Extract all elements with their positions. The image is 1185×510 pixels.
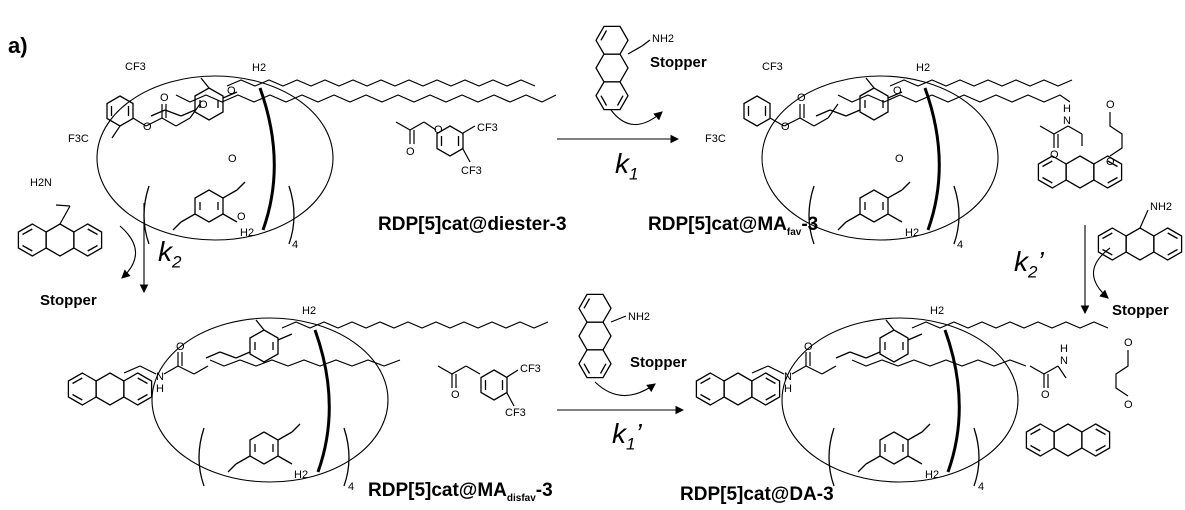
atom-o: O <box>1124 399 1133 411</box>
k2-subscript: 2 <box>172 252 182 272</box>
stopper-reagent-bottom <box>578 293 627 379</box>
k1-base: k <box>615 148 629 179</box>
k1p-prime: ’ <box>635 418 642 449</box>
stopper-label-bottom: Stopper <box>630 354 687 371</box>
atom-o: O <box>237 211 246 223</box>
atom-h: H <box>1063 103 1071 115</box>
atom-nh2: NH2 <box>652 33 674 45</box>
rate-constant-k1: k1 <box>615 148 638 185</box>
atom-h2: H2 <box>916 62 930 74</box>
atom-repeat: 4 <box>348 481 354 493</box>
atom-repeat: 4 <box>978 481 984 493</box>
atom-n: N <box>1063 115 1071 127</box>
compound-label-da: RDP[5]cat@DA-3 <box>680 484 834 505</box>
atom-repeat: 4 <box>292 239 298 251</box>
atom-n: N <box>1060 355 1068 367</box>
compound-ma-fav-structure <box>743 74 1123 246</box>
stopper-label-top: Stopper <box>650 54 707 71</box>
ma-fav-subscript: fav <box>786 226 802 238</box>
atom-o: O <box>893 85 902 97</box>
atom-h2: H2 <box>905 227 919 239</box>
k1p-base: k <box>612 418 626 449</box>
atom-o: O <box>797 92 806 104</box>
atom-o: O <box>804 341 813 353</box>
atom-n: N <box>784 371 792 383</box>
ma-disfav-suffix: -3 <box>535 480 553 501</box>
compound-da-structure <box>695 316 1129 488</box>
rate-constant-k1-prime: k1’ <box>612 418 642 455</box>
compound-diester-structure <box>95 74 557 246</box>
atom-o: O <box>1106 156 1115 168</box>
atom-h2: H2 <box>240 227 254 239</box>
rate-constant-k2: k2 <box>158 236 181 273</box>
atom-cf3: CF3 <box>762 61 783 73</box>
atom-o: O <box>143 121 152 133</box>
atom-cf3: CF3 <box>461 165 482 177</box>
atom-h2: H2 <box>252 62 266 74</box>
atom-o: O <box>451 389 460 401</box>
k1-subscript: 1 <box>629 164 639 184</box>
atom-n: N <box>156 371 164 383</box>
atom-h: H <box>784 383 792 395</box>
atom-h2: H2 <box>302 305 316 317</box>
atom-nh2: NH2 <box>628 311 650 323</box>
panel-label: a) <box>8 33 28 58</box>
atom-f3c: F3C <box>68 133 89 145</box>
ma-fav-prefix: RDP[5]cat@MA <box>648 214 787 235</box>
ma-disfav-prefix: RDP[5]cat@MA <box>368 480 507 501</box>
ma-disfav-subscript: disfav <box>506 492 536 504</box>
stopper-label-left: Stopper <box>40 292 97 309</box>
k2-base: k <box>158 236 172 267</box>
atom-o: O <box>1106 99 1115 111</box>
compound-label-ma-disfav: RDP[5]cat@MAdisfav-3 <box>368 480 553 504</box>
atom-cf3: CF3 <box>477 122 498 134</box>
atom-o: O <box>895 153 904 165</box>
atom-o: O <box>406 146 415 158</box>
atom-o: O <box>781 121 790 133</box>
compound-label-ma-fav: RDP[5]cat@MAfav-3 <box>648 214 818 238</box>
atom-labels: CF3 F3C O O H2 O O O O CF3 CF3 O O H2 4 … <box>30 33 1172 493</box>
stopper-label-right: Stopper <box>1112 302 1169 319</box>
k2p-prime: ’ <box>1037 246 1044 277</box>
ma-fav-suffix: -3 <box>801 214 819 235</box>
arrow-k1p-curve <box>594 381 656 397</box>
atom-cf3: CF3 <box>505 407 526 419</box>
atom-h2: H2 <box>294 469 308 481</box>
compound-ma-disfav-structure <box>67 316 549 488</box>
atom-cf3: CF3 <box>520 363 541 375</box>
arrow-k2-curve <box>119 225 136 279</box>
atom-o: O <box>160 92 169 104</box>
atom-repeat: 4 <box>957 239 963 251</box>
reaction-arrows <box>119 109 1111 415</box>
k2p-base: k <box>1014 246 1028 277</box>
atom-cf3: CF3 <box>125 61 146 73</box>
stopper-reagent-left <box>17 204 103 257</box>
k1p-subscript: 1 <box>626 434 636 454</box>
arrow-k1-curve <box>610 109 663 125</box>
atom-o: O <box>199 99 208 111</box>
k2p-subscript: 2 <box>1028 262 1038 282</box>
atom-o: O <box>228 153 237 165</box>
atom-h: H <box>1060 343 1068 355</box>
atom-o: O <box>1124 337 1133 349</box>
atom-nh2: NH2 <box>1150 201 1172 213</box>
atom-o: O <box>176 341 185 353</box>
atom-o: O <box>1050 149 1059 161</box>
atom-o: O <box>1041 389 1050 401</box>
atom-h2: H2 <box>930 305 944 317</box>
rate-constant-k2-prime: k2’ <box>1014 246 1044 283</box>
atom-h2n: H2N <box>30 177 52 189</box>
atom-h2: H2 <box>925 469 939 481</box>
atom-h: H <box>156 383 164 395</box>
atom-f3c: F3C <box>705 133 726 145</box>
atom-o: O <box>434 124 443 136</box>
compound-label-diester: RDP[5]cat@diester-3 <box>378 214 567 235</box>
stopper-reagent-top <box>595 25 651 111</box>
stopper-reagent-right <box>1097 209 1183 261</box>
atom-o: O <box>227 85 236 97</box>
arrow-k2p-curve <box>1093 247 1111 299</box>
